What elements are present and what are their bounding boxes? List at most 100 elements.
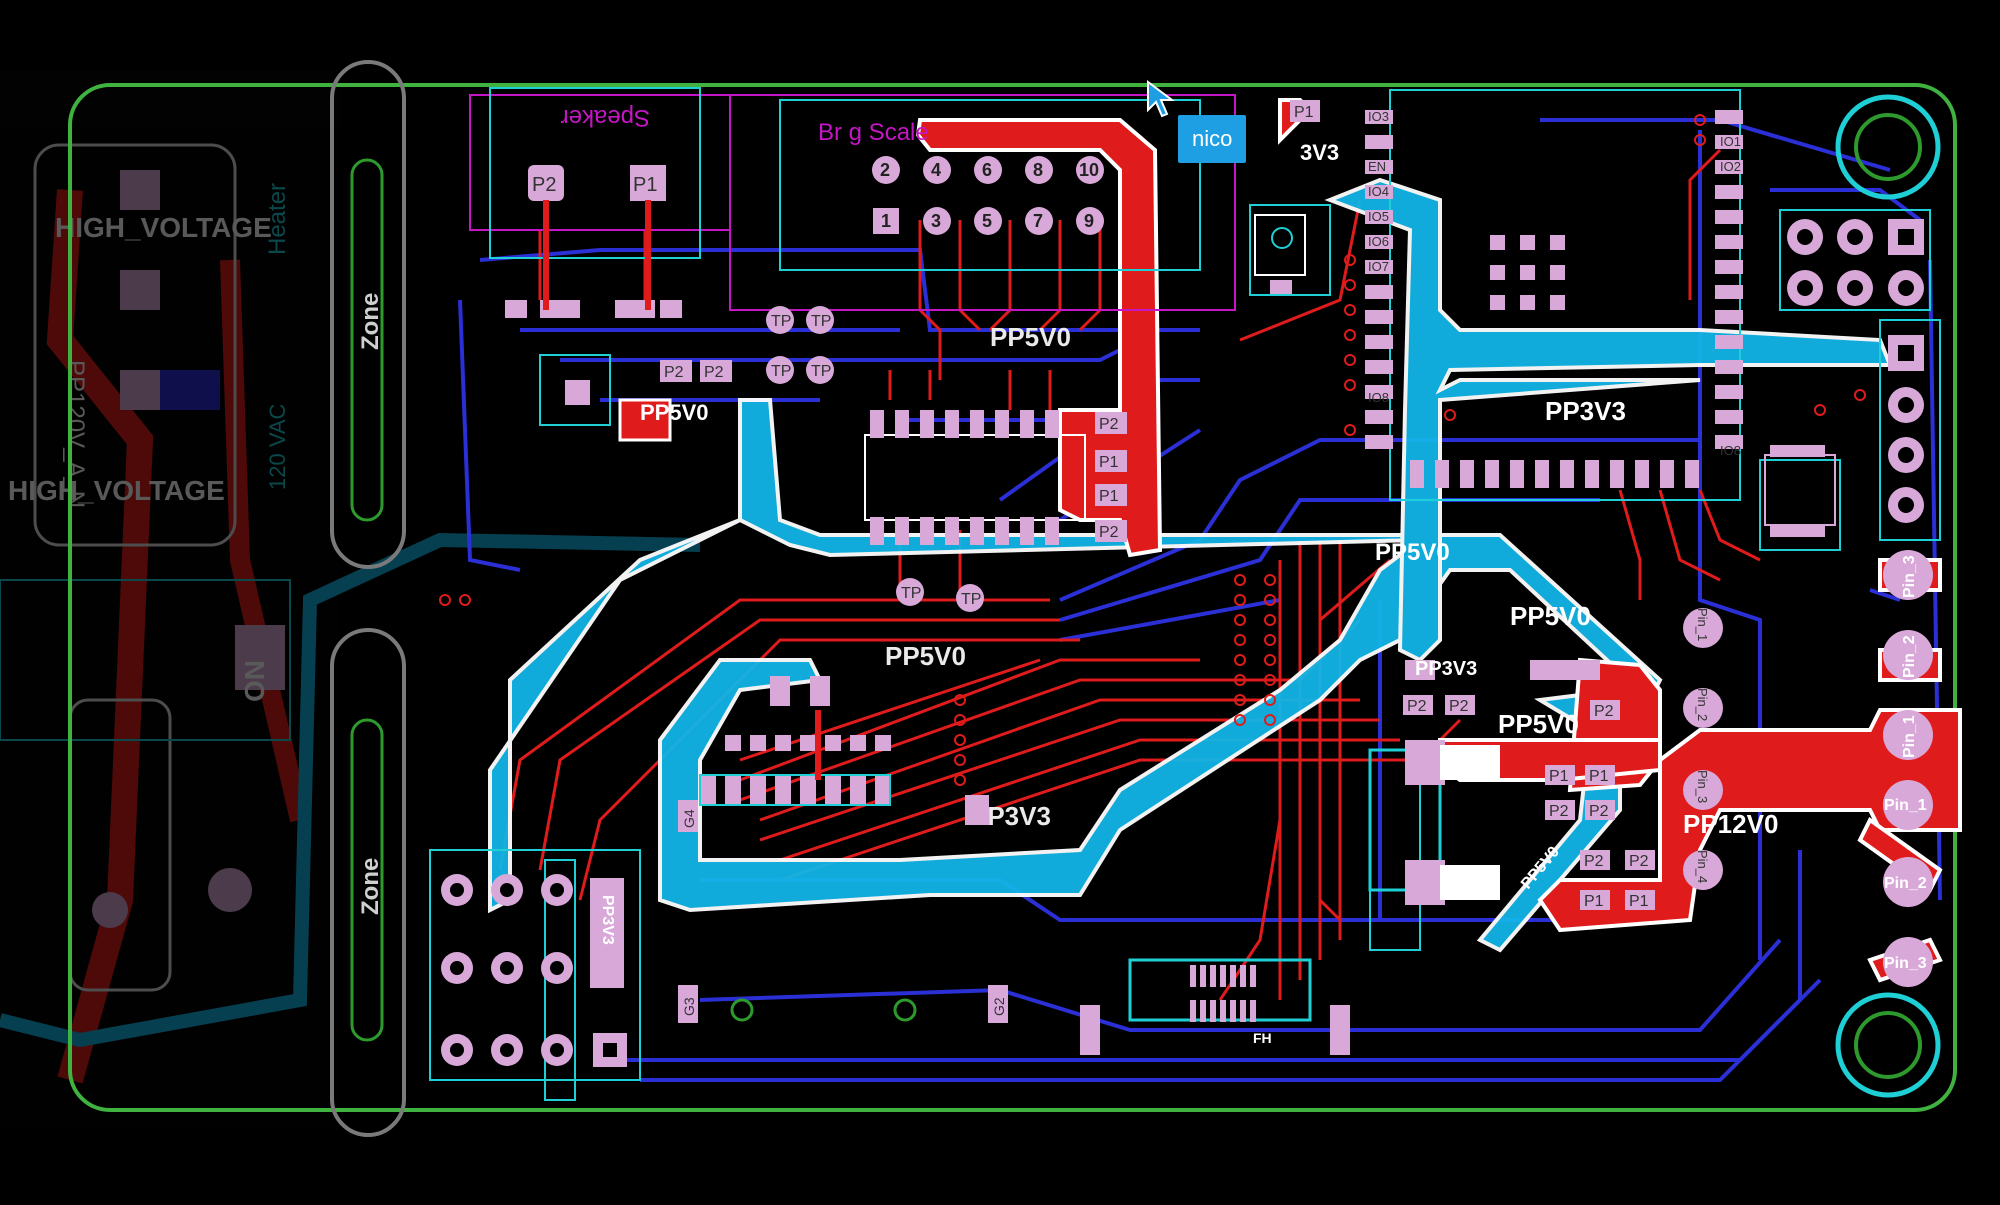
net-label-120v: PP120V_A_N — [62, 360, 89, 508]
net-label-pp5v0-center: PP5V0 — [1375, 539, 1450, 566]
esp-module[interactable]: IO1 IO2 IO3 IO4 IO5 IO6 IO7 IO8 IO8 EN — [1254, 109, 1743, 488]
svg-text:Pin_2: Pin_2 — [1884, 875, 1927, 892]
heater-label: Heater — [264, 183, 291, 255]
svg-text:Pin_2: Pin_2 — [1695, 688, 1710, 721]
svg-text:P2: P2 — [1589, 803, 1609, 820]
svg-text:6: 6 — [982, 160, 992, 180]
svg-text:TP: TP — [771, 313, 791, 330]
net-label-pp3v3-esp: PP3V3 — [1545, 396, 1626, 426]
speaker-label: Speaker — [561, 104, 650, 131]
svg-text:IO8: IO8 — [1368, 390, 1389, 405]
svg-text:8: 8 — [1033, 160, 1043, 180]
svg-text:P2: P2 — [1099, 524, 1119, 541]
net-label-pp5v0-mid: PP5V0 — [885, 641, 966, 671]
net-label-pp5v0-right: PP5V0 — [1510, 601, 1591, 631]
zone-label-bottom: Zone — [357, 858, 384, 915]
svg-text:7: 7 — [1033, 211, 1043, 231]
svg-text:P1: P1 — [1099, 454, 1119, 471]
net-label-pp3v3-mid: PP3V3 — [1415, 658, 1477, 680]
g1-pad[interactable] — [965, 795, 989, 825]
svg-text:Pin_1: Pin_1 — [1695, 608, 1710, 641]
svg-text:P2: P2 — [1594, 703, 1614, 720]
svg-text:9: 9 — [1084, 211, 1094, 231]
svg-text:P1: P1 — [1629, 893, 1649, 910]
svg-text:IO4: IO4 — [1368, 184, 1389, 199]
mounting-holes — [1835, 94, 1941, 1098]
svg-text:P2: P2 — [532, 174, 556, 196]
test-points[interactable]: TP TP TP TP TP TP — [766, 306, 984, 612]
no-label: NO — [239, 660, 270, 702]
keepout-zones[interactable]: Zone Zone — [330, 60, 406, 1137]
collaborator-cursor-label: nico — [1178, 115, 1247, 163]
svg-text:IO8: IO8 — [1720, 443, 1741, 458]
svg-text:Pin_2: Pin_2 — [1901, 635, 1918, 678]
svg-text:P1: P1 — [1549, 768, 1569, 785]
svg-text:IO2: IO2 — [1720, 159, 1741, 174]
svg-text:TP: TP — [961, 591, 981, 608]
svg-text:P2: P2 — [1449, 698, 1469, 715]
svg-text:Pin_4: Pin_4 — [1695, 850, 1710, 883]
svg-text:Pin_3: Pin_3 — [1884, 955, 1927, 972]
svg-text:TP: TP — [811, 363, 831, 380]
fh-label: FH — [1253, 1030, 1272, 1046]
svg-text:TP: TP — [811, 313, 831, 330]
svg-text:P2: P2 — [664, 364, 684, 381]
vias — [439, 114, 1866, 786]
high-voltage-label-2: HIGH_VOLTAGE — [8, 475, 225, 506]
svg-text:2: 2 — [880, 160, 890, 180]
output-pins[interactable] — [1683, 550, 1933, 987]
svg-text:G4: G4 — [681, 809, 697, 828]
net-label-net: Net — [1445, 873, 1481, 898]
svg-text:Pin_3: Pin_3 — [1695, 770, 1710, 803]
svg-text:Pin_1: Pin_1 — [1901, 715, 1918, 758]
svg-text:Pin_1: Pin_1 — [1884, 797, 1927, 814]
top-p1-pad[interactable]: P1 — [1290, 100, 1320, 122]
right-headers[interactable] — [1764, 219, 1924, 537]
svg-text:P1: P1 — [1294, 104, 1314, 121]
net-label-pp5v0-reg: PP5V0 — [1498, 709, 1579, 739]
courtyard-outlines — [429, 87, 1941, 1101]
mosfet-pin-labels: Pin_1 Pin_2 Pin_3 Pin_4 — [1695, 608, 1710, 883]
pin-headers[interactable]: G4 G3 G2 PP3V3 — [441, 800, 1008, 1067]
net-label-pp5v0-ic: PP5V0 — [640, 400, 709, 425]
soic-chip[interactable]: P2 P1 P1 P2 — [864, 410, 1127, 545]
svg-text:1: 1 — [881, 211, 891, 231]
ac-label: 120 VAC — [265, 403, 290, 490]
resistor-array[interactable] — [699, 676, 891, 806]
svg-text:TP: TP — [771, 363, 791, 380]
usb-connector[interactable]: FH — [1080, 958, 1350, 1055]
net-label-pp5v0-top: PP5V0 — [990, 322, 1071, 352]
board-outline — [68, 83, 1957, 1112]
scale-connector[interactable]: Br g Scale 2 4 6 8 10 1 3 5 7 9 — [818, 119, 1104, 235]
svg-text:5: 5 — [982, 211, 992, 231]
svg-text:P2: P2 — [704, 364, 724, 381]
svg-text:3: 3 — [931, 211, 941, 231]
svg-text:IO6: IO6 — [1368, 234, 1389, 249]
svg-text:P1: P1 — [1099, 488, 1119, 505]
svg-text:P2: P2 — [1629, 853, 1649, 870]
svg-text:P1: P1 — [1589, 768, 1609, 785]
net-label-pp3v3-vertical: PP3V3 — [599, 895, 616, 945]
svg-text:P2: P2 — [1099, 416, 1119, 433]
scale-label: Br g Scale — [818, 119, 929, 146]
high-voltage-label-1: HIGH_VOLTAGE — [55, 212, 272, 243]
svg-text:4: 4 — [931, 160, 941, 180]
svg-text:P2: P2 — [1584, 853, 1604, 870]
silkscreen-outlines — [469, 94, 1236, 311]
background-board: HIGH_VOLTAGE HIGH_VOLTAGE Heater 120 VAC… — [0, 70, 701, 1130]
svg-text:IO1: IO1 — [1720, 134, 1741, 149]
svg-text:P1: P1 — [1584, 893, 1604, 910]
svg-text:G3: G3 — [681, 997, 697, 1016]
zone-label-top: Zone — [357, 293, 384, 350]
svg-text:IO5: IO5 — [1368, 209, 1389, 224]
svg-text:IO3: IO3 — [1368, 109, 1389, 124]
pad-labels-left-p2: P2 P2 — [660, 360, 732, 382]
ic-footprint-left[interactable]: PP5V0 — [505, 300, 709, 442]
speaker-footprint[interactable]: Speaker P2 P1 — [528, 104, 666, 310]
svg-text:P1: P1 — [633, 174, 657, 196]
svg-text:Pin_3: Pin_3 — [1901, 555, 1918, 598]
mouse-pointer-icon — [1147, 80, 1175, 118]
